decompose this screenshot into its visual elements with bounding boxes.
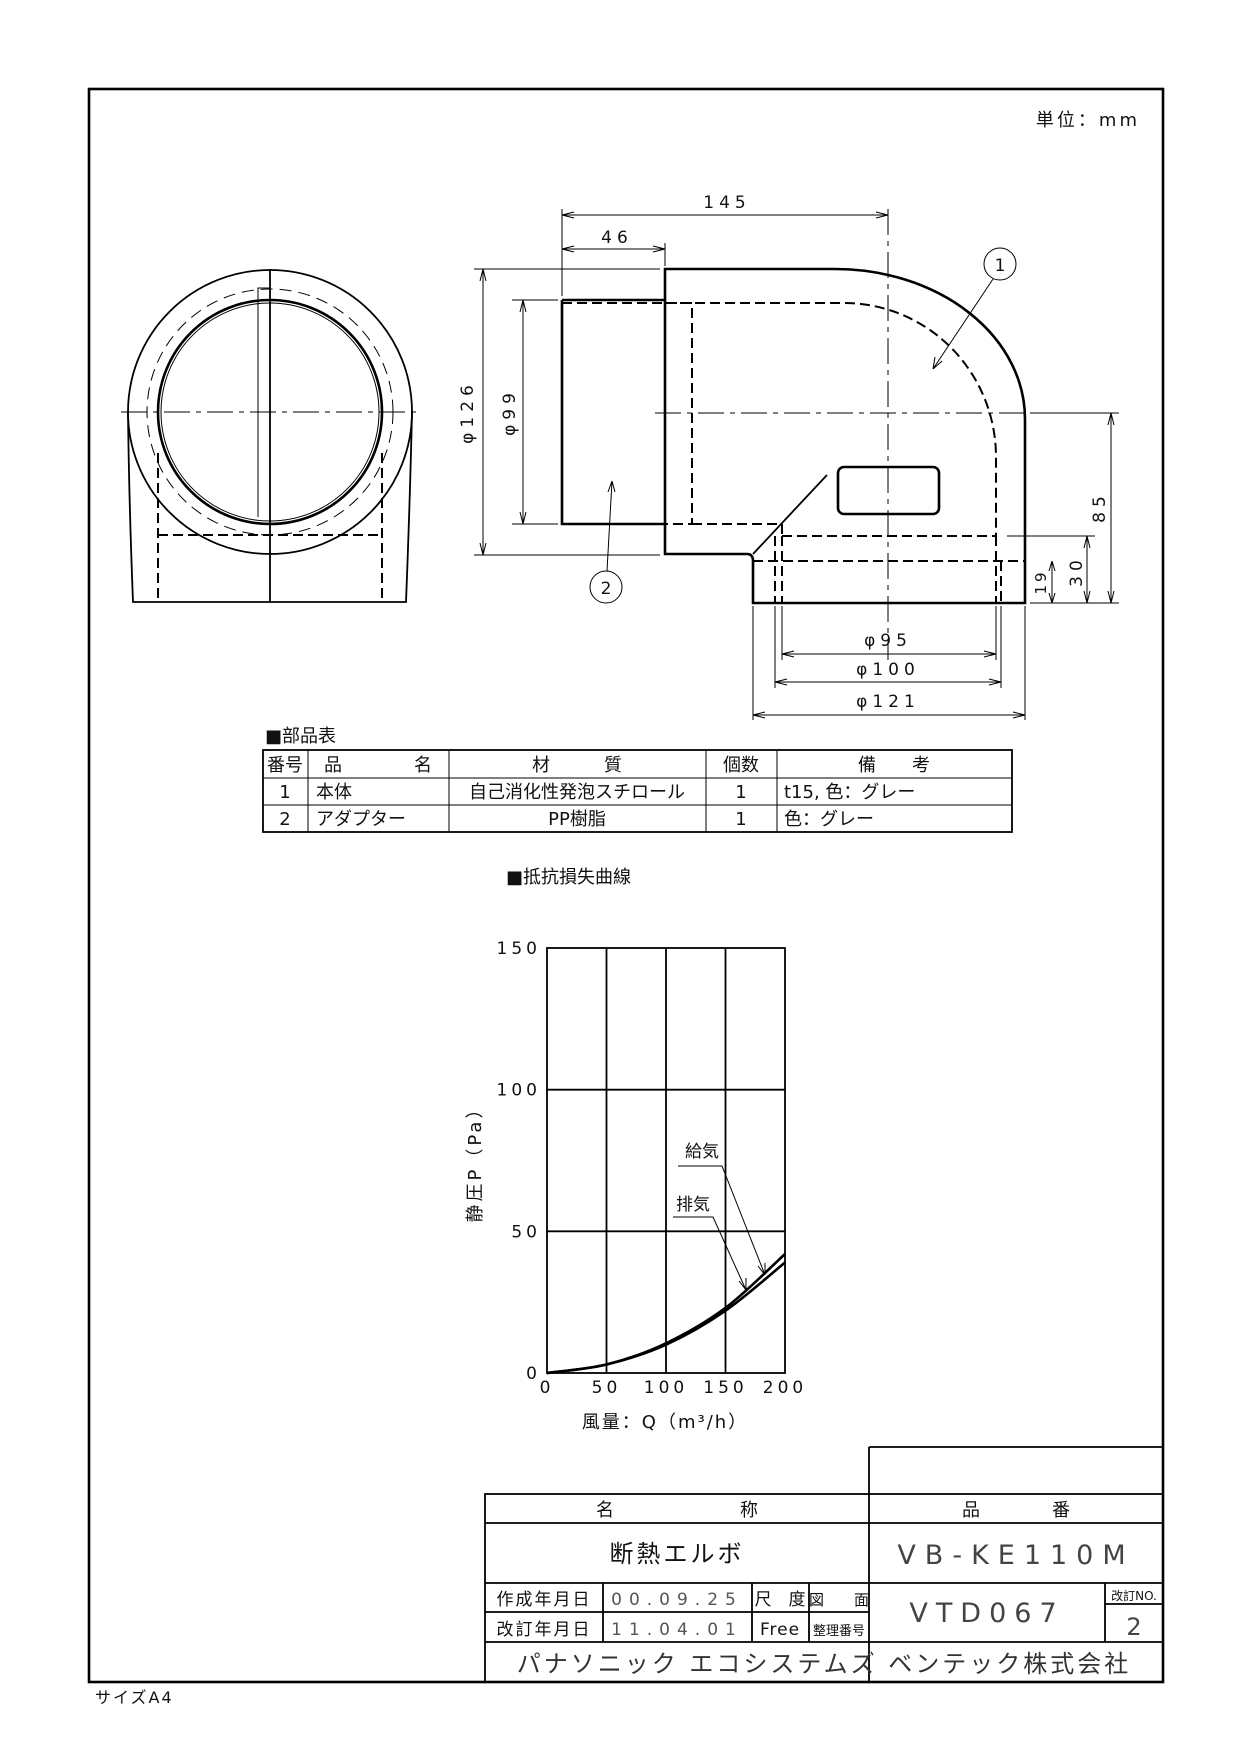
dim-outlet-step: 19 (1032, 569, 1050, 594)
x-tick-label: 0 (540, 1378, 555, 1398)
outlet-hidden-walls (774, 536, 1002, 603)
adapter-outline (560, 298, 665, 526)
balloon-2 (589, 570, 623, 604)
cell-number: 2 (279, 809, 290, 830)
series-leader-supply (678, 1165, 766, 1276)
scale-value: Free (760, 1620, 800, 1640)
dim-outlet-outer: φ121 (856, 692, 920, 712)
y-tick-label: 0 (526, 1364, 541, 1384)
revised-label: 改訂年月日 (497, 1620, 592, 1640)
cell-remarks: 色：グレー (784, 809, 874, 830)
x-axis-label: 風量：Q（m³/h） (582, 1412, 748, 1433)
drawing-no-label-1: 図 面 (809, 1591, 869, 1609)
cell-material: 自己消化性発泡スチロール (469, 782, 685, 803)
size-note: サイズA4 (95, 1688, 174, 1707)
parts-table: ■部品表 番号 品 名 材 質 個数 備 考 1 本体 自己消化性発泡スチロール… (262, 726, 1013, 833)
cell-qty: 1 (735, 782, 746, 803)
chamfer-line (752, 474, 828, 555)
parts-table-title: ■部品表 (265, 726, 336, 747)
dim-height-to-center: 85 (1090, 491, 1110, 523)
table-row: 1 本体 自己消化性発泡スチロール 1 t15, 色：グレー (279, 782, 915, 803)
col-header-remarks: 備 考 (858, 755, 930, 776)
cell-qty: 1 (735, 809, 746, 830)
col-header-qty: 個数 (723, 755, 759, 776)
y-tick-label: 50 (511, 1222, 541, 1242)
dim-body-diameter: φ126 (458, 380, 478, 444)
product-name: 断熱エルボ (610, 1540, 745, 1568)
dim-outlet-depth: 30 (1067, 555, 1087, 587)
col-header-name: 品 名 (324, 755, 432, 776)
dim-overall-length: 145 (703, 193, 750, 213)
front-slit (257, 287, 270, 517)
y-axis-label: 静圧P（Pa） (465, 1098, 486, 1223)
balloon-2-label: 2 (601, 579, 612, 599)
balloon-1 (983, 247, 1017, 281)
created-label: 作成年月日 (497, 1590, 592, 1610)
name-header: 名 称 (596, 1500, 758, 1521)
table-row: 2 アダプター PP樹脂 1 色：グレー (279, 809, 874, 830)
dim-adapter-diameter: φ99 (500, 388, 520, 436)
elbow-body-outline (663, 267, 1027, 605)
side-view: 145 46 φ126 φ99 85 30 19 φ95 φ100 φ121 1… (458, 193, 1119, 720)
series-leader-exhaust (673, 1216, 747, 1291)
cell-material: PP樹脂 (548, 809, 606, 830)
dim-outlet-inner: φ95 (864, 631, 912, 651)
scale-label: 尺 度 (755, 1590, 806, 1610)
number-header: 品 番 (962, 1500, 1070, 1521)
series-curve-exhaust (546, 1261, 786, 1375)
drawing-number: VTD067 (909, 1598, 1064, 1629)
balloon-1-leader (932, 278, 994, 370)
balloon-2-leader (606, 480, 616, 572)
x-tick-label: 100 (644, 1378, 688, 1398)
dim-outlet-mid: φ100 (856, 660, 920, 680)
resistance-loss-chart: ■抵抗損失曲線 0 50 100 150 200 0 50 100 150 風量：Q（m³/h）… (465, 867, 807, 1433)
created-date: 00.09.25 (611, 1590, 743, 1610)
dim-adapter-length: 46 (601, 228, 633, 248)
series-label-supply: 給気 (685, 1142, 719, 1162)
revision-label: 改訂NO. (1111, 1588, 1157, 1603)
cell-remarks: t15, 色：グレー (784, 782, 915, 803)
y-tick-label: 100 (497, 1081, 541, 1101)
inner-hidden-step (692, 523, 783, 536)
inner-hidden-bore (665, 302, 997, 536)
dimension-lines (474, 209, 1119, 720)
revised-date: 11.04.01 (611, 1620, 743, 1640)
front-view (121, 269, 420, 603)
y-tick-label: 150 (497, 939, 541, 959)
x-tick-label: 50 (592, 1378, 622, 1398)
company-name: パナソニック エコシステムズ ベンテック株式会社 (517, 1650, 1132, 1678)
unit-note: 単位：mm (1036, 110, 1140, 131)
chart-title: ■抵抗損失曲線 (506, 867, 631, 888)
front-hidden-verticals (157, 453, 383, 602)
drawing-no-label-2: 整理番号 (813, 1624, 865, 1639)
cell-number: 1 (279, 782, 290, 803)
series-label-exhaust: 排気 (676, 1195, 710, 1215)
cell-name: アダプター (316, 809, 406, 830)
x-tick-label: 150 (703, 1378, 747, 1398)
revision-number: 2 (1126, 1613, 1141, 1641)
col-header-material: 材 質 (532, 755, 622, 776)
balloon-1-label: 1 (995, 256, 1006, 276)
col-header-number: 番号 (267, 755, 303, 776)
product-number: VB-KE110M (897, 1540, 1134, 1571)
x-tick-label: 200 (763, 1378, 807, 1398)
title-block: 名 称 断熱エルボ 品 番 VB-KE110M 作成年月日 00.09.25 改… (484, 1446, 1164, 1683)
cell-name: 本体 (316, 782, 352, 803)
